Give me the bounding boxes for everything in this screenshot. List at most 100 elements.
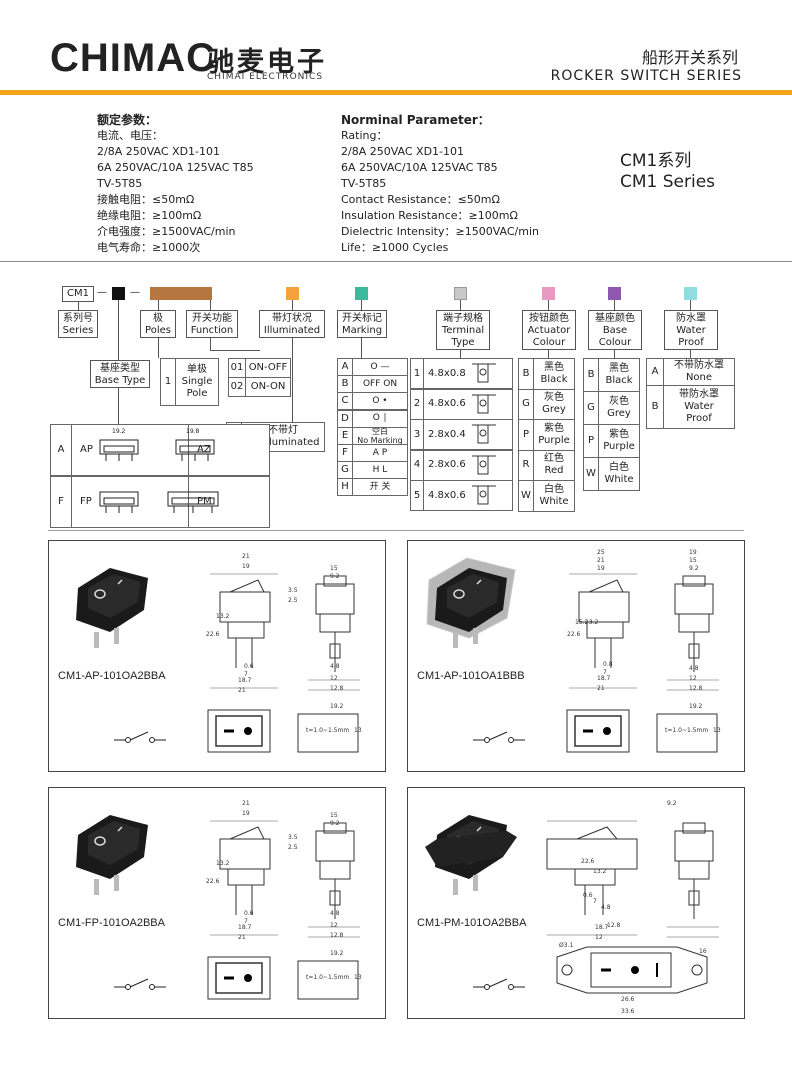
divider bbox=[0, 261, 792, 262]
terminal-code: 3 bbox=[410, 419, 424, 450]
param-line: Insulation Resistance：≥100mΩ bbox=[341, 209, 518, 222]
dimension-label: 0.6 bbox=[244, 663, 254, 670]
base-code: W bbox=[583, 457, 599, 491]
dimension-label: 21 bbox=[242, 553, 250, 560]
actuator-code: G bbox=[518, 388, 534, 420]
water-text: 不带防水罩 None bbox=[663, 358, 735, 386]
product-drawing: 9.222.613.20.674.818.71212.8Ø3.11626.633… bbox=[425, 800, 719, 1015]
param-line: 6A 250VAC/10A 125VAC T85 bbox=[97, 161, 254, 174]
product-panel bbox=[407, 787, 745, 1019]
dimension-label: 13.2 bbox=[585, 619, 599, 626]
dimension-label: 2.5 bbox=[288, 597, 298, 604]
product-name: CM1-PM-101OA2BBA bbox=[417, 917, 527, 929]
dimension-label: t=1.0~1.5mm bbox=[306, 727, 349, 734]
dimension-label: 22.6 bbox=[567, 631, 581, 638]
param-line: Rating： bbox=[341, 129, 388, 142]
water-text: 带防水罩 Water Proof bbox=[663, 385, 735, 429]
dimension-label: 9.2 bbox=[689, 565, 699, 572]
base-type-code: A bbox=[50, 424, 72, 476]
param-line: 接触电阻：≤50mΩ bbox=[97, 193, 195, 206]
series-title-en: ROCKER SWITCH SERIES bbox=[550, 68, 742, 84]
dimension-label: 21 bbox=[242, 800, 250, 807]
dimension-label: t=1.0~1.5mm bbox=[306, 974, 349, 981]
dimension-label: 21 bbox=[597, 685, 605, 692]
label-illuminated: 带灯状况 Illuminated bbox=[259, 310, 325, 338]
param-line: 2/8A 250VAC XD1-101 bbox=[97, 145, 221, 158]
actuator-code: B bbox=[518, 358, 534, 390]
dimension-label: 21 bbox=[238, 934, 246, 941]
label-actuator: 按钮颜色 Actuator Colour bbox=[522, 310, 576, 350]
actuator-code: R bbox=[518, 449, 534, 481]
swatch-marking bbox=[355, 287, 368, 300]
dimension-label: 19.2 bbox=[330, 950, 344, 957]
dimension-label: 21 bbox=[597, 557, 605, 564]
dimension-label: 2.5 bbox=[288, 844, 298, 851]
swatch-actuator bbox=[542, 287, 555, 300]
dimension-label: 18.7 bbox=[597, 675, 611, 682]
series-title-cn: 船形开关系列 bbox=[641, 48, 738, 67]
swatch-terminal bbox=[454, 287, 467, 300]
terminal-size: 2.8x0.6 bbox=[423, 449, 513, 481]
terminal-size: 2.8x0.4 bbox=[423, 419, 513, 450]
param-line: 绝缘电阻：≥100mΩ bbox=[97, 209, 202, 222]
base-type-code: F bbox=[50, 476, 72, 528]
dimension-label: 4.8 bbox=[601, 904, 611, 911]
dimension-label: 19.2 bbox=[330, 703, 344, 710]
base-code: P bbox=[583, 424, 599, 458]
dimension-label: 12.8 bbox=[330, 932, 344, 939]
dimension-label: t=1.0~1.5mm bbox=[665, 727, 708, 734]
swatch-water bbox=[684, 287, 697, 300]
series-name-cn: CM1系列 bbox=[620, 151, 692, 171]
actuator-text: 黑色 Black bbox=[533, 358, 575, 390]
param-line: 介电强度：≥1500VAC/min bbox=[97, 225, 236, 238]
label-poles: 极 Poles bbox=[140, 310, 176, 338]
dimension-label: 0.6 bbox=[244, 910, 254, 917]
dim-label: 19.8 bbox=[186, 428, 200, 435]
dimension-label: 12 bbox=[595, 934, 603, 941]
function-text: ON-ON bbox=[245, 377, 291, 397]
dimension-label: 7 bbox=[244, 918, 248, 925]
dimension-label: 3.5 bbox=[288, 834, 298, 841]
base-type-drawing bbox=[175, 439, 215, 461]
dimension-label: 21 bbox=[238, 687, 246, 694]
base-type-left: AP bbox=[71, 424, 189, 476]
water-code: A bbox=[646, 358, 664, 386]
dimension-label: 13 bbox=[354, 974, 362, 981]
dimension-label: 7 bbox=[603, 669, 607, 676]
marking-code: D bbox=[337, 409, 353, 428]
terminal-drawing bbox=[472, 455, 496, 474]
dim-label: 19.2 bbox=[112, 428, 126, 435]
dimension-label: Ø3.1 bbox=[559, 942, 573, 949]
swatch-poles bbox=[112, 287, 125, 300]
label-base: 基座颜色 Base Colour bbox=[588, 310, 642, 350]
terminal-code: 2 bbox=[410, 388, 424, 420]
dimension-label: 22.6 bbox=[206, 878, 220, 885]
dimension-label: 15 bbox=[330, 565, 338, 572]
dimension-label: 12 bbox=[330, 675, 338, 682]
dimension-label: 13.2 bbox=[216, 613, 230, 620]
product-panel bbox=[48, 787, 386, 1019]
actuator-code: P bbox=[518, 419, 534, 451]
base-type-right: PM bbox=[188, 476, 270, 528]
terminal-drawing bbox=[472, 485, 496, 505]
param-line: Life：≥1000 Cycles bbox=[341, 241, 449, 254]
dimension-label: 12.8 bbox=[689, 685, 703, 692]
dimension-label: 15.2 bbox=[575, 619, 589, 626]
dimension-label: 18.7 bbox=[238, 924, 252, 931]
actuator-text: 红色 Red bbox=[533, 449, 575, 481]
param-line: 电流、电压： bbox=[97, 129, 163, 142]
marking-code: G bbox=[337, 461, 353, 480]
param-line: Contact Resistance：≤50mΩ bbox=[341, 193, 500, 206]
poles-text: 单极 Single Pole bbox=[175, 358, 219, 406]
dimension-label: 13.2 bbox=[216, 860, 230, 867]
terminal-drawing bbox=[472, 424, 496, 444]
product-name: CM1-AP-101OA2BBA bbox=[58, 670, 166, 682]
function-code: 01 bbox=[228, 358, 246, 378]
base-type-drawing bbox=[99, 439, 139, 461]
marking-text: O — bbox=[352, 358, 408, 376]
dimension-label: 19 bbox=[242, 810, 250, 817]
base-code: G bbox=[583, 391, 599, 425]
product-drawing: 25211919159.222.615.213.20.874.818.72112… bbox=[426, 549, 721, 753]
series-name: CM1系列 CM1 Series bbox=[620, 151, 715, 193]
